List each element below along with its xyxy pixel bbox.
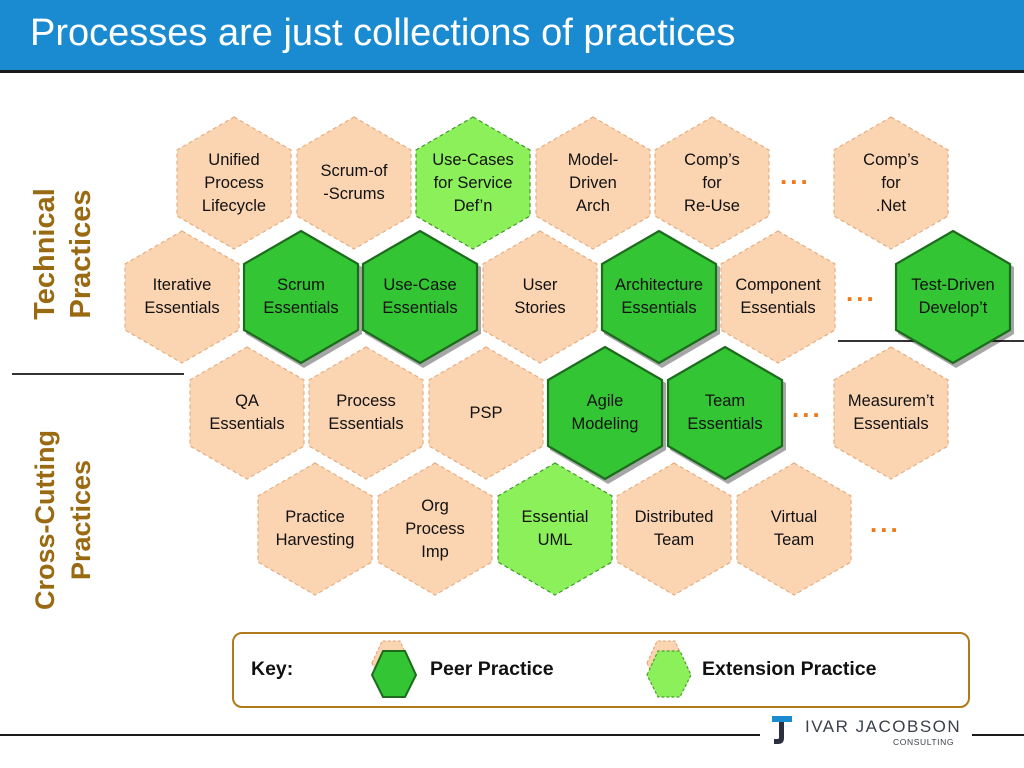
- practice-label: Org Process Imp: [405, 496, 465, 561]
- hexagon-shape: [600, 229, 720, 368]
- footer-rule-right: [972, 734, 1024, 736]
- cross-cutting-practices-label: Cross-Cutting Practices: [30, 430, 96, 610]
- practice-label: Team Essentials: [687, 392, 763, 433]
- practice-label: Scrum-of -Scrums: [320, 162, 388, 203]
- practice-hexagon: Comp’s for Re-Use: [654, 116, 770, 250]
- practice-hexagon: Use-Case Essentials: [361, 229, 481, 368]
- practice-hexagon: Test-Driven Develop’t: [894, 229, 1014, 368]
- practice-label: User Stories: [514, 276, 566, 317]
- practice-label: Comp’s for .Net: [863, 150, 919, 215]
- practice-label: Comp’s for Re-Use: [684, 150, 740, 215]
- practice-hexagon: Comp’s for .Net: [833, 116, 949, 250]
- practice-label: Measurem’t Essentials: [847, 392, 935, 433]
- practice-hexagon: Scrum-of -Scrums: [296, 116, 412, 250]
- hexagon-shape: [535, 116, 651, 250]
- practice-label: Use-Cases for Service Def’n: [432, 150, 514, 215]
- hexagon-shape: [242, 229, 362, 368]
- hexagon-shape: [736, 462, 852, 596]
- hexagon-shape: [415, 116, 531, 250]
- hexagon-shape: [546, 345, 666, 484]
- row1-ellipsis: ...: [780, 160, 811, 190]
- practice-label: Scrum Essentials: [263, 276, 339, 317]
- practice-label: Use-Case Essentials: [382, 276, 458, 317]
- row4-ellipsis: ...: [870, 508, 901, 538]
- hexagon-shape: [894, 229, 1014, 368]
- practice-hexagon: Essential UML: [497, 462, 613, 596]
- practice-hexagon: Practice Harvesting: [257, 462, 373, 596]
- hexagon-shape: [428, 346, 544, 480]
- practice-label: QA Essentials: [209, 392, 285, 433]
- footer-rule-left: [0, 734, 760, 736]
- practice-label: Agile Modeling: [571, 392, 639, 433]
- hexagon-shape: [377, 462, 493, 596]
- hexagon-shape: [833, 116, 949, 250]
- peer-practice-swatch-icon: [370, 640, 418, 698]
- practice-label: Test-Driven Develop’t: [911, 276, 995, 317]
- practice-hexagon: Team Essentials: [666, 345, 786, 484]
- legend-box: [232, 632, 970, 708]
- practice-hexagon: Virtual Team: [736, 462, 852, 596]
- hexagon-shape: [124, 230, 240, 364]
- hexagon-shape: [497, 462, 613, 596]
- hexagon-shape: [257, 462, 373, 596]
- legend-extension-label: Extension Practice: [702, 658, 877, 680]
- practice-label: Essential UML: [521, 508, 589, 549]
- practice-hexagon: Use-Cases for Service Def’n: [415, 116, 531, 250]
- hexagon-shape: [720, 230, 836, 364]
- practice-hexagon: Unified Process Lifecycle: [176, 116, 292, 250]
- title-divider: [0, 70, 1024, 73]
- logo-company-name: IVAR JACOBSON: [805, 717, 962, 736]
- practice-label: Practice Harvesting: [275, 508, 355, 549]
- practice-hexagon: Component Essentials: [720, 230, 836, 364]
- extension-practice-swatch-icon: [646, 640, 692, 698]
- practice-label: Component Essentials: [735, 276, 821, 317]
- practice-label: Model- Driven Arch: [567, 150, 619, 215]
- hexagon-shape: [361, 229, 481, 368]
- practice-hexagon: Model- Driven Arch: [535, 116, 651, 250]
- section-divider-left: [12, 373, 184, 375]
- practice-hexagon: PSP: [428, 346, 544, 480]
- slide-title: Processes are just collections of practi…: [30, 12, 736, 54]
- hexagon-shape: [616, 462, 732, 596]
- hexagon-shape: [308, 346, 424, 480]
- practice-label: Iterative Essentials: [144, 276, 220, 317]
- practice-label: PSP: [469, 403, 503, 422]
- ivar-jacobson-logo-icon: [772, 716, 792, 744]
- practice-hexagon: Architecture Essentials: [600, 229, 720, 368]
- legend-title: Key:: [251, 658, 294, 680]
- practice-label: Unified Process Lifecycle: [201, 150, 267, 215]
- title-bar: Processes are just collections of practi…: [0, 0, 1024, 72]
- practice-label: Architecture Essentials: [614, 276, 704, 317]
- hexagon-shape: [189, 346, 305, 480]
- practice-hexagon: Measurem’t Essentials: [833, 346, 949, 480]
- practice-label: Process Essentials: [328, 392, 404, 433]
- practice-hexagon: Agile Modeling: [546, 345, 666, 484]
- hexagon-shape: [654, 116, 770, 250]
- practice-hexagon: Org Process Imp: [377, 462, 493, 596]
- practice-hexagon: Process Essentials: [308, 346, 424, 480]
- practice-hexagon: Distributed Team: [616, 462, 732, 596]
- hexagon-shape: [666, 345, 786, 484]
- hexagon-shape: [833, 346, 949, 480]
- technical-practices-label: Technical Practices: [29, 188, 97, 320]
- practice-hexagon: QA Essentials: [189, 346, 305, 480]
- practice-label: Virtual Team: [770, 508, 818, 549]
- legend-peer-label: Peer Practice: [430, 658, 554, 680]
- practice-label: Distributed Team: [634, 508, 714, 549]
- row3-ellipsis: ...: [792, 393, 823, 423]
- logo-company-subtitle: CONSULTING: [893, 737, 955, 747]
- practice-hexagon: Iterative Essentials: [124, 230, 240, 364]
- practice-hexagon: User Stories: [482, 230, 598, 364]
- hexagon-shape: [296, 116, 412, 250]
- hexagon-shape: [482, 230, 598, 364]
- practice-hexagon: Scrum Essentials: [242, 229, 362, 368]
- row2-ellipsis: ...: [846, 277, 877, 307]
- hexagon-shape: [176, 116, 292, 250]
